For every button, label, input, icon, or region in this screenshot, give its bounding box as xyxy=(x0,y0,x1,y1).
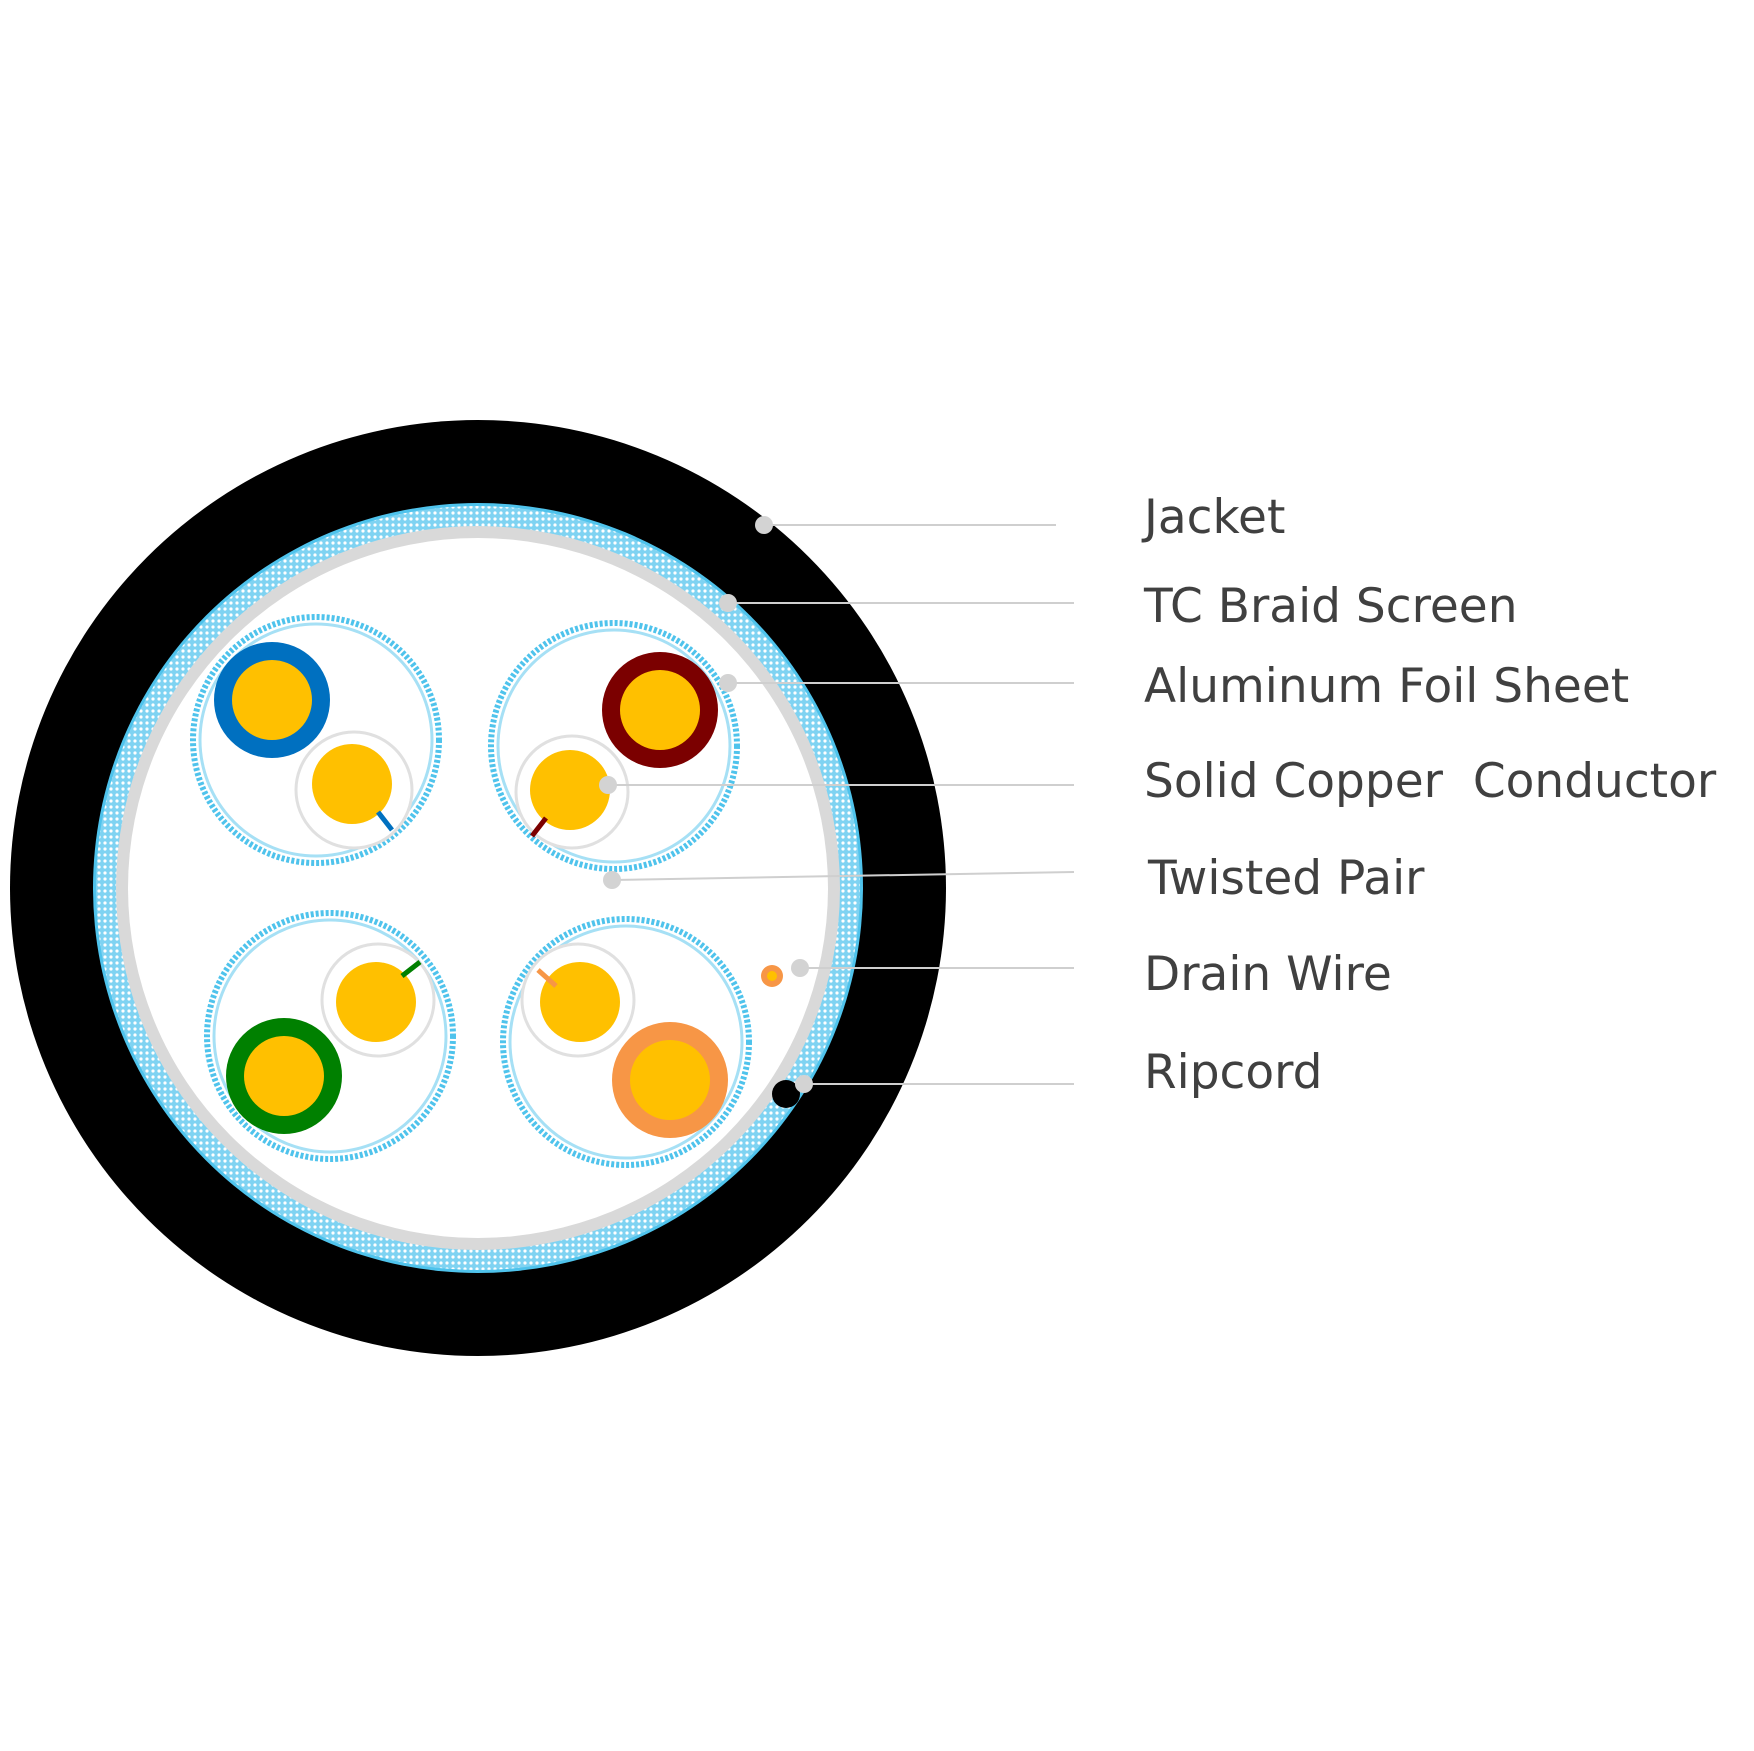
pair-shield-brown-inner xyxy=(496,628,732,864)
label-twisted-pair: Twisted Pair xyxy=(1147,851,1425,906)
copper-core-brown-white xyxy=(530,750,610,830)
leader-dot-twisted-pair xyxy=(603,871,621,889)
pair-shield-blue xyxy=(190,614,442,866)
pair-shield-blue-inner xyxy=(198,622,434,858)
label-drain-wire: Drain Wire xyxy=(1144,947,1392,1002)
leader-dot-drain-wire xyxy=(791,959,809,977)
labels: Jacket TC Braid Screen Aluminum Foil She… xyxy=(1141,490,1717,1100)
label-solid-copper-conductor: Solid Copper Conductor xyxy=(1144,754,1717,809)
twisted-pair-brown xyxy=(488,620,740,872)
pair-shield-orange-inner xyxy=(508,924,744,1160)
label-tc-braid-screen: TC Braid Screen xyxy=(1143,579,1518,634)
leader-dot-jacket xyxy=(755,516,773,534)
copper-core-blue-white xyxy=(312,744,392,824)
copper-core-blue xyxy=(232,660,312,740)
copper-core-orange xyxy=(630,1040,710,1120)
twisted-pair-orange xyxy=(500,916,752,1168)
copper-core-orange-white xyxy=(540,962,620,1042)
copper-core-green xyxy=(244,1036,324,1116)
leader-dot-ripcord xyxy=(795,1075,813,1093)
ripcord xyxy=(772,1080,800,1108)
leader-dot-solid-copper-conductor xyxy=(599,776,617,794)
leader-dot-aluminum-foil-sheet xyxy=(719,674,737,692)
pair-shield-orange xyxy=(500,916,752,1168)
copper-core-brown xyxy=(620,670,700,750)
stripe-brown xyxy=(530,816,548,838)
drain-wire-core xyxy=(767,971,777,981)
twisted-pair-green xyxy=(204,910,456,1162)
pair-shield-green xyxy=(204,910,456,1162)
twisted-pair-blue xyxy=(190,614,442,866)
copper-core-green-white xyxy=(336,962,416,1042)
leader-dots xyxy=(599,516,813,1093)
pair-shield-brown xyxy=(488,620,740,872)
stripe-orange xyxy=(536,968,558,988)
label-ripcord: Ripcord xyxy=(1144,1045,1322,1100)
stripe-green xyxy=(400,960,422,978)
label-aluminum-foil-sheet: Aluminum Foil Sheet xyxy=(1144,659,1629,714)
leader-dot-tc-braid-screen xyxy=(719,594,737,612)
cable-core xyxy=(128,538,828,1238)
stripe-blue xyxy=(376,810,394,832)
leader-lines xyxy=(608,524,1075,1085)
leader-line-twisted-pair xyxy=(611,871,1075,881)
pair-shield-green-inner xyxy=(212,918,448,1154)
label-jacket: Jacket xyxy=(1141,490,1285,545)
